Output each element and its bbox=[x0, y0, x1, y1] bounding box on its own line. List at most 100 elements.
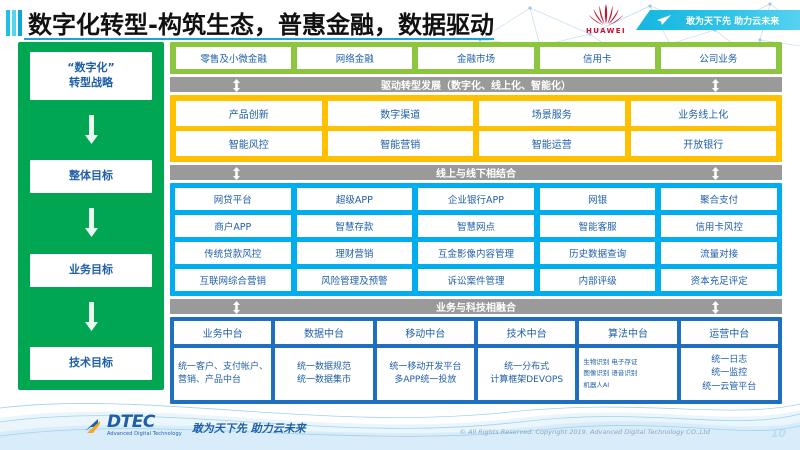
platform-column-0: 业务中台 统一客户、支付帐户、营销、产品中台 bbox=[174, 321, 272, 400]
strategy-box-1[interactable]: 整体目标 bbox=[30, 160, 152, 194]
business-units-row: 零售及小微金融 网络金融 金融市场 信用卡 公司业务 bbox=[176, 47, 777, 69]
business-unit-0[interactable]: 零售及小微金融 bbox=[176, 47, 292, 69]
huawei-flower-icon bbox=[589, 4, 623, 25]
channel-item-2-0[interactable]: 传统贷款风控 bbox=[175, 242, 291, 264]
channel-item-0-4[interactable]: 聚合支付 bbox=[661, 188, 777, 210]
strategy-label-0: “数字化”转型战略 bbox=[67, 61, 115, 89]
transformation-item-1-1[interactable]: 智能营销 bbox=[327, 131, 473, 156]
channel-item-1-0[interactable]: 商户APP bbox=[175, 215, 291, 237]
channels-row-0: 网贷平台 超级APP 企业银行APP 网银 聚合支付 bbox=[175, 188, 777, 210]
platform-head-1[interactable]: 数据中台 bbox=[275, 321, 373, 344]
channels-row-3: 互联网综合营销 风险管理及预警 诉讼案件管理 内部评级 资本充足评定 bbox=[175, 269, 777, 291]
title-accent-bars bbox=[6, 10, 23, 36]
platform-head-0[interactable]: 业务中台 bbox=[174, 321, 272, 344]
huawei-wordmark: HUAWEI bbox=[586, 27, 626, 35]
strategy-box-3[interactable]: 技术目标 bbox=[30, 347, 152, 380]
platform-body-1: 统一数据规范统一数据集市 bbox=[275, 348, 373, 400]
dtec-name: DTEC bbox=[107, 412, 155, 432]
double-arrow-icon-3b bbox=[712, 301, 719, 314]
dtec-slogan: 敢为天下先 助力云未来 bbox=[191, 422, 306, 435]
dtec-subtitle: Advanced Digital Technology bbox=[107, 431, 182, 437]
business-unit-3[interactable]: 信用卡 bbox=[539, 47, 655, 69]
channel-item-1-3[interactable]: 智能客服 bbox=[539, 215, 656, 237]
channel-item-2-2[interactable]: 互金影像内容管理 bbox=[418, 242, 534, 264]
layers-column: 零售及小微金融 网络金融 金融市场 信用卡 公司业务 驱动转型发展（数字化、线上… bbox=[170, 42, 782, 404]
channel-item-0-3[interactable]: 网银 bbox=[539, 188, 656, 210]
platform-body-4: 生物识别 电子存证图像识别 语音识别机器人AI bbox=[579, 348, 677, 400]
platform-head-5[interactable]: 运营中台 bbox=[680, 321, 778, 344]
connector-bar-3: 业务与科技相融合 bbox=[170, 299, 782, 314]
huawei-slogan-banner: 敢为天下先 助力云未来 bbox=[636, 10, 800, 30]
transformation-item-1-3[interactable]: 开放银行 bbox=[630, 131, 776, 156]
channel-item-1-2[interactable]: 智慧网点 bbox=[418, 215, 534, 237]
channel-item-3-1[interactable]: 风险管理及预警 bbox=[296, 269, 413, 291]
double-arrow-icon-1a bbox=[233, 79, 240, 92]
channel-item-3-3[interactable]: 内部评级 bbox=[539, 269, 656, 291]
strategy-label-3: 技术目标 bbox=[69, 356, 113, 370]
transformation-item-1-2[interactable]: 智能运营 bbox=[479, 131, 625, 156]
transformation-item-0-3[interactable]: 业务线上化 bbox=[630, 101, 776, 126]
platform-column-4: 算法中台 生物识别 电子存证图像识别 语音识别机器人AI bbox=[579, 321, 677, 400]
channels-row-1: 商户APP 智慧存款 智慧网点 智能客服 信用卡风控 bbox=[175, 215, 777, 237]
platform-body-2: 统一移动开发平台多APP统一投放 bbox=[376, 348, 474, 400]
arrow-down-icon-1 bbox=[84, 193, 99, 254]
channel-item-2-3[interactable]: 历史数据查询 bbox=[539, 242, 656, 264]
strategy-box-2[interactable]: 业务目标 bbox=[30, 253, 152, 287]
business-unit-1[interactable]: 网络金融 bbox=[297, 47, 413, 69]
platform-head-4[interactable]: 算法中台 bbox=[579, 321, 677, 344]
business-unit-4[interactable]: 公司业务 bbox=[660, 47, 777, 69]
connector-bar-2: 线上与线下相结合 bbox=[170, 165, 782, 180]
arrow-down-icon-0 bbox=[84, 100, 99, 161]
transformation-item-0-2[interactable]: 场景服务 bbox=[479, 101, 625, 126]
strategy-label-1: 整体目标 bbox=[69, 169, 113, 183]
platform-body-3: 统一分布式计算框架DEVOPS bbox=[477, 348, 576, 400]
channel-item-0-1[interactable]: 超级APP bbox=[296, 188, 413, 210]
page-footer: DTEC Advanced Digital Technology 敢为天下先 助… bbox=[0, 388, 800, 450]
platform-head-2[interactable]: 移动中台 bbox=[376, 321, 474, 344]
transformation-band: 产品创新 数字渠道 场景服务 业务线上化 智能风控 智能营销 智能运营 开放银行 bbox=[170, 95, 782, 162]
platform-column-5: 运营中台 统一日志统一监控统一云管平台 bbox=[680, 321, 778, 400]
channel-item-2-4[interactable]: 流量对接 bbox=[661, 242, 777, 264]
dtec-logo: DTEC Advanced Digital Technology 敢为天下先 助… bbox=[84, 414, 306, 437]
footer-wave-decoration bbox=[0, 403, 800, 450]
platform-column-1: 数据中台 统一数据规范统一数据集市 bbox=[275, 321, 373, 400]
platform-body-0: 统一客户、支付帐户、营销、产品中台 bbox=[174, 348, 272, 400]
page-title: 数字化转型-构筑生态，普惠金融，数据驱动 bbox=[28, 11, 494, 39]
dtec-mark-icon bbox=[85, 419, 100, 433]
double-arrow-icon-3a bbox=[233, 301, 240, 314]
double-arrow-icon-2a bbox=[233, 167, 240, 180]
strategy-label-2: 业务目标 bbox=[69, 262, 113, 276]
channels-band: 网贷平台 超级APP 企业银行APP 网银 聚合支付 商户APP 智慧存款 智慧… bbox=[170, 183, 782, 296]
transformation-item-0-0[interactable]: 产品创新 bbox=[176, 101, 322, 126]
business-units-band: 零售及小微金融 网络金融 金融市场 信用卡 公司业务 bbox=[170, 42, 782, 74]
channel-item-1-1[interactable]: 智慧存款 bbox=[296, 215, 413, 237]
channel-item-2-1[interactable]: 理财营销 bbox=[296, 242, 413, 264]
platforms-row: 业务中台 统一客户、支付帐户、营销、产品中台 数据中台 统一数据规范统一数据集市… bbox=[174, 321, 778, 400]
strategy-box-0[interactable]: “数字化”转型战略 bbox=[30, 52, 152, 100]
double-arrow-icon-2b bbox=[712, 167, 719, 180]
page-number: 10 bbox=[770, 427, 786, 440]
title-underline bbox=[24, 38, 494, 40]
huawei-logo: HUAWEI bbox=[584, 2, 628, 38]
arrow-down-icon-2 bbox=[84, 287, 99, 348]
channel-item-3-4[interactable]: 资本充足评定 bbox=[661, 269, 777, 291]
channel-item-3-0[interactable]: 互联网综合营销 bbox=[175, 269, 291, 291]
platform-column-3: 技术中台 统一分布式计算框架DEVOPS bbox=[477, 321, 576, 400]
channel-item-0-2[interactable]: 企业银行APP bbox=[418, 188, 534, 210]
channel-item-1-4[interactable]: 信用卡风控 bbox=[661, 215, 777, 237]
connector-label-3: 业务与科技相融合 bbox=[436, 303, 516, 314]
platform-column-2: 移动中台 统一移动开发平台多APP统一投放 bbox=[376, 321, 474, 400]
channel-item-0-0[interactable]: 网贷平台 bbox=[175, 188, 291, 210]
transformation-item-0-1[interactable]: 数字渠道 bbox=[327, 101, 473, 126]
copyright-text: © All Rights Reserved. Copyright 2019. A… bbox=[459, 428, 710, 436]
channel-item-3-2[interactable]: 诉讼案件管理 bbox=[418, 269, 534, 291]
dtec-wordmark: DTEC Advanced Digital Technology bbox=[107, 414, 182, 437]
transformation-row-1: 智能风控 智能营销 智能运营 开放银行 bbox=[176, 131, 776, 156]
platform-head-3[interactable]: 技术中台 bbox=[477, 321, 576, 344]
architecture-diagram: “数字化”转型战略 整体目标 业务目标 技术目标 零售及小微金融 网络金融 金融… bbox=[18, 42, 782, 404]
business-unit-2[interactable]: 金融市场 bbox=[418, 47, 534, 69]
transformation-row-0: 产品创新 数字渠道 场景服务 业务线上化 bbox=[176, 101, 776, 126]
strategy-column: “数字化”转型战略 整体目标 业务目标 技术目标 bbox=[18, 42, 164, 390]
transformation-item-1-0[interactable]: 智能风控 bbox=[176, 131, 322, 156]
connector-label-2: 线上与线下相结合 bbox=[436, 169, 516, 180]
